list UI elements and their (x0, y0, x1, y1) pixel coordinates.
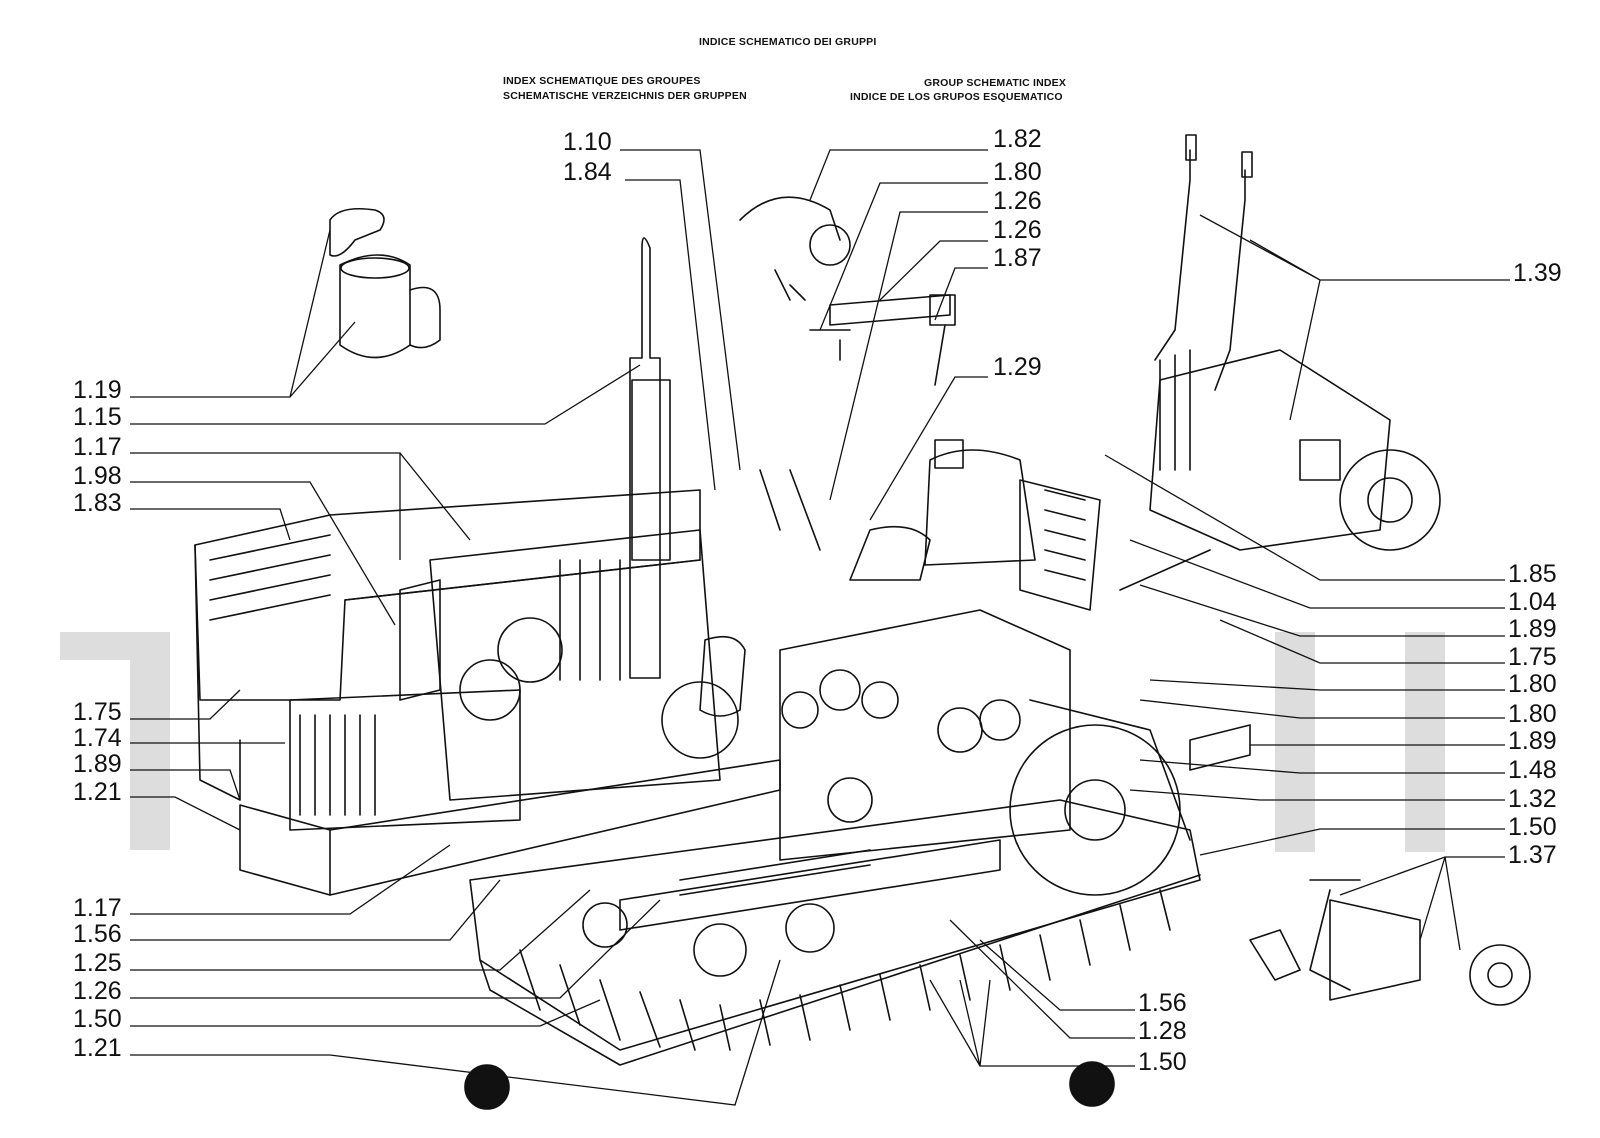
label-1-21-bottom: 1.21 (73, 1034, 122, 1062)
label-1-28: 1.28 (1138, 1017, 1187, 1045)
label-1-21-left: 1.21 (73, 778, 122, 806)
label-1-50-bottom: 1.50 (1138, 1048, 1187, 1076)
label-1-89-left: 1.89 (73, 750, 122, 778)
label-1-32: 1.32 (1508, 785, 1557, 813)
label-1-15: 1.15 (73, 403, 122, 431)
label-1-84: 1.84 (563, 158, 612, 186)
label-1-17: 1.17 (73, 433, 122, 461)
title-english: GROUP SCHEMATIC INDEX (924, 77, 1067, 89)
label-1-10: 1.10 (563, 128, 612, 156)
label-1-26-top-b: 1.26 (993, 216, 1042, 244)
label-1-87: 1.87 (993, 244, 1042, 272)
label-1-26-left: 1.26 (73, 977, 122, 1005)
label-1-74: 1.74 (73, 724, 122, 752)
label-1-56-bottom: 1.56 (1138, 989, 1187, 1017)
label-1-39: 1.39 (1513, 259, 1562, 287)
label-1-50-right: 1.50 (1508, 813, 1557, 841)
label-1-83: 1.83 (73, 489, 122, 517)
label-1-29: 1.29 (993, 353, 1042, 381)
label-1-75-left: 1.75 (73, 698, 122, 726)
label-1-89-right-a: 1.89 (1508, 615, 1557, 643)
label-1-89-right-b: 1.89 (1508, 727, 1557, 755)
title-french: INDEX SCHEMATIQUE DES GROUPES (503, 75, 701, 87)
label-1-80-right-b: 1.80 (1508, 700, 1557, 728)
label-1-50-left: 1.50 (73, 1005, 122, 1033)
title-italian: INDICE SCHEMATICO DEI GRUPPI (699, 36, 877, 48)
title-german: SCHEMATISCHE VERZEICHNIS DER GRUPPEN (503, 90, 747, 102)
label-1-04: 1.04 (1508, 588, 1557, 616)
label-1-85: 1.85 (1508, 560, 1557, 588)
label-1-48: 1.48 (1508, 756, 1557, 784)
label-1-19: 1.19 (73, 376, 122, 404)
label-1-98: 1.98 (73, 462, 122, 490)
label-1-75-right: 1.75 (1508, 643, 1557, 671)
label-1-56-left: 1.56 (73, 920, 122, 948)
label-1-80-right-a: 1.80 (1508, 670, 1557, 698)
label-1-37: 1.37 (1508, 841, 1557, 869)
label-1-26-top-a: 1.26 (993, 187, 1042, 215)
title-spanish: INDICE DE LOS GRUPOS ESQUEMATICO (850, 91, 1063, 103)
label-1-80-top: 1.80 (993, 158, 1042, 186)
label-1-17-lower: 1.17 (73, 894, 122, 922)
label-1-25: 1.25 (73, 949, 122, 977)
label-1-82: 1.82 (993, 125, 1042, 153)
